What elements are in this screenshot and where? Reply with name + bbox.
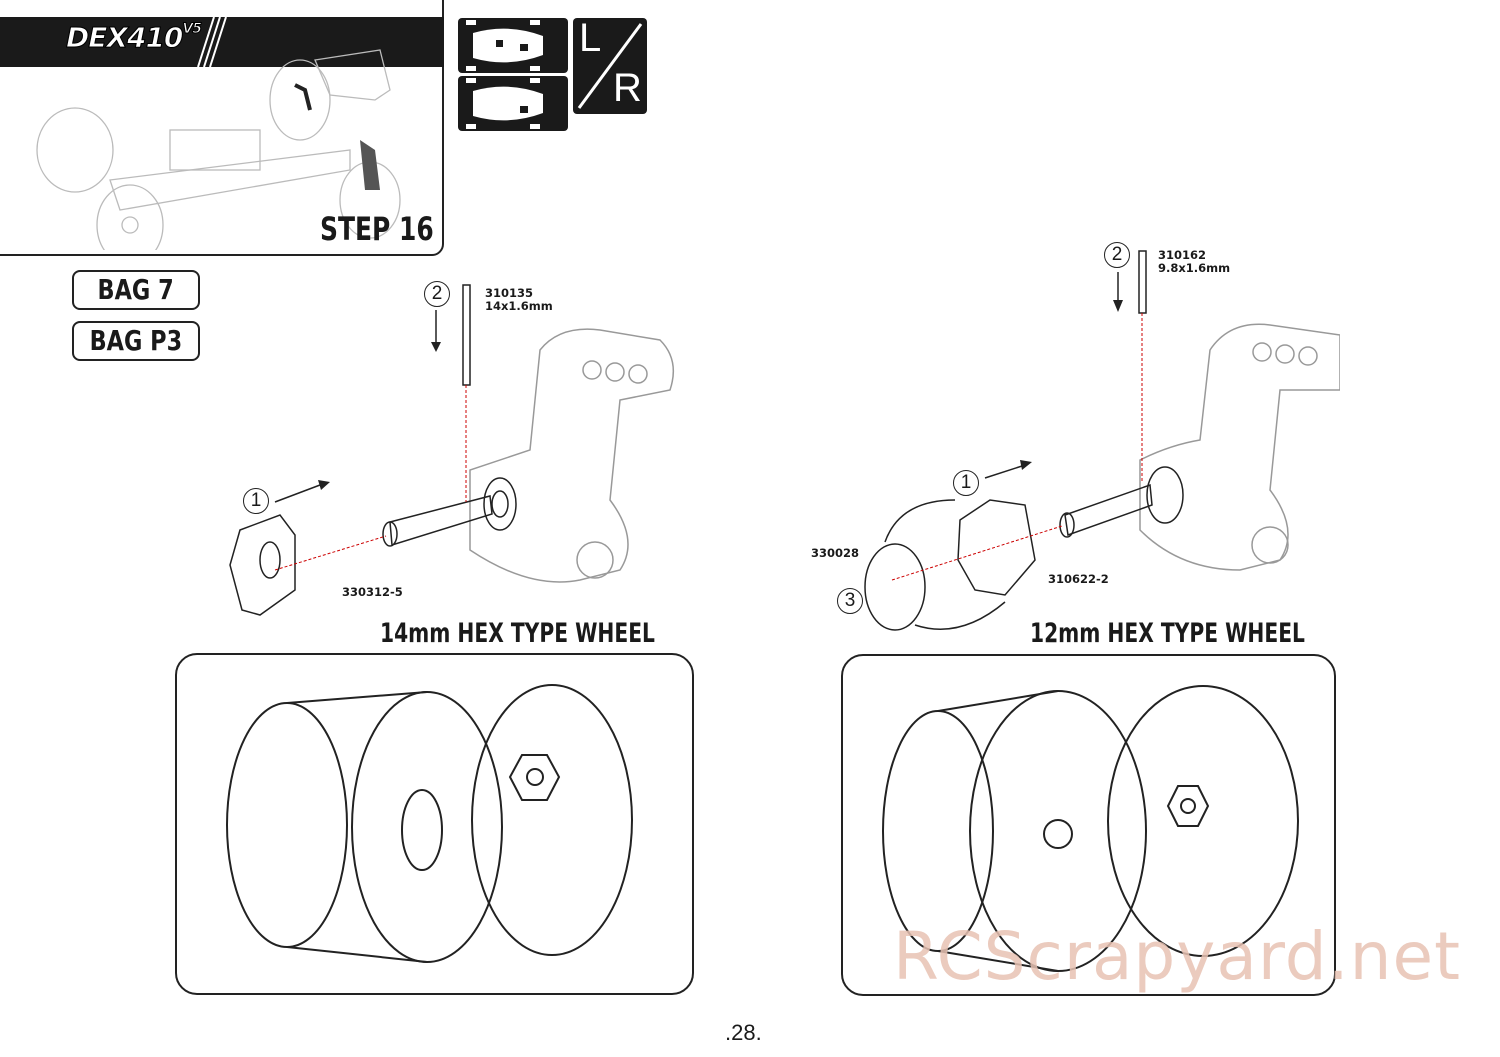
step-marker-1: 1 [953,470,979,496]
bag-text: BAG P3 [89,324,183,357]
hex-part-number: 330312-5 [342,585,403,599]
watermark: RCScrapyard.net [893,918,1461,995]
pin-part-number: 310162 [1158,248,1207,262]
logo-version: V5 [182,21,203,38]
hex-part-number: 310622-2 [1048,572,1109,586]
left-label: L [579,16,602,60]
left-wheel-panel [175,653,694,995]
right-wheel-title: 12mm HEX TYPE WHEEL [1030,618,1305,649]
step-marker-3: 3 [837,588,863,614]
step-marker-2: 2 [1104,242,1130,268]
header-band [0,17,444,67]
left-hub-assembly-diagram [229,284,675,616]
pin-part-number: 310135 [485,286,534,300]
right-hub-assembly-diagram [864,250,1340,631]
chassis-side-icons [458,18,568,131]
dex410-logo: DEX410V5 [65,21,203,55]
bag-text: BAG 7 [97,273,175,306]
right-label: R [613,66,642,110]
step-marker-1: 1 [243,488,269,514]
buggy-overview-illustration [36,49,401,250]
oring-part-number: 330028 [811,546,860,560]
logo-text: DEX410 [65,21,183,55]
pin-size: 9.8x1.6mm [1158,261,1231,275]
step-marker-2: 2 [424,281,450,307]
14mm-wheel-illustration [226,684,633,963]
bag-label-p3: BAG P3 [72,321,200,361]
bag-label-7: BAG 7 [72,270,200,310]
step-number: STEP 16 [320,210,434,248]
stripes-decoration [197,17,227,67]
12mm-wheel-illustration [882,685,1299,972]
left-right-badge: L R [573,16,647,114]
step-header-frame [0,0,444,256]
left-wheel-title: 14mm HEX TYPE WHEEL [380,618,655,649]
pin-size: 14x1.6mm [485,299,553,313]
page-number: .28. [725,1020,762,1045]
right-wheel-panel [841,654,1336,996]
